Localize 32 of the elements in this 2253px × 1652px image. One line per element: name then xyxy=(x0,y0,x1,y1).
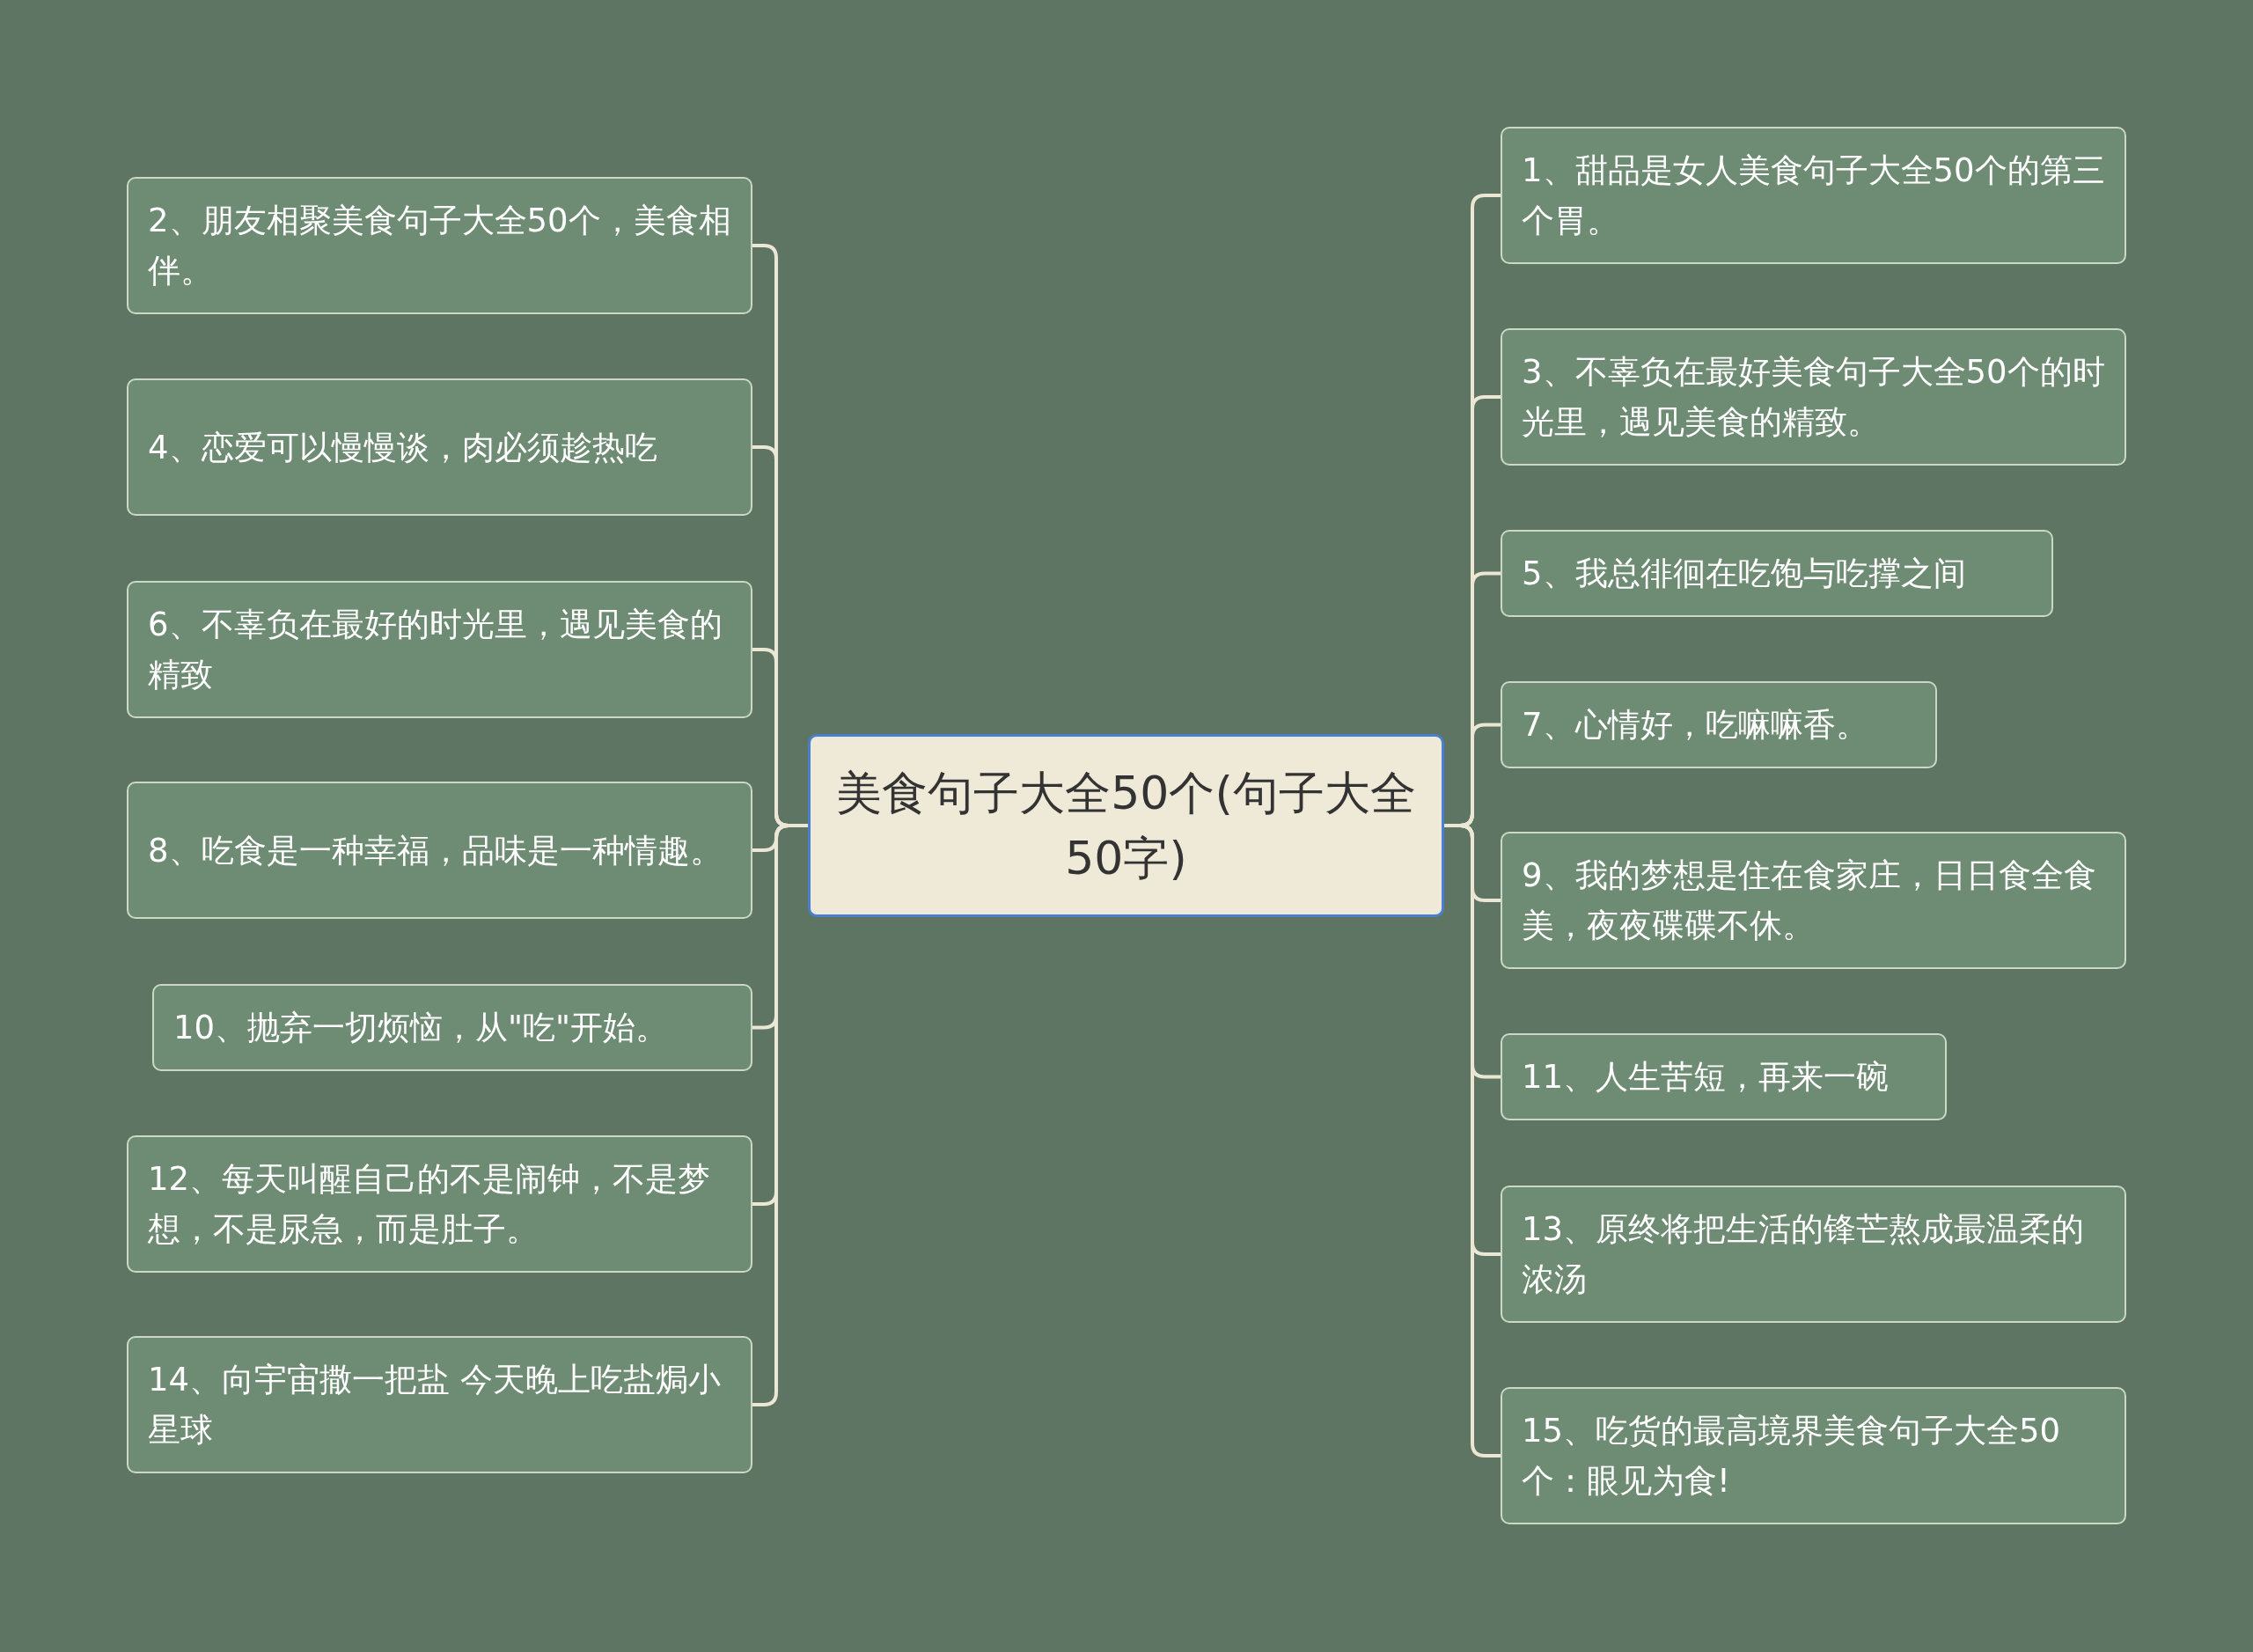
topic-text: 12、每天叫醒自己的不是闹钟，不是梦想，不是尿急，而是肚子。 xyxy=(148,1159,712,1250)
topic-box xyxy=(127,177,752,314)
topic-text: 6、不辜负在最好的时光里，遇见美食的精致 xyxy=(148,605,723,695)
topic-box xyxy=(127,378,752,516)
topic-box xyxy=(127,581,752,718)
topic-box xyxy=(1501,1033,1947,1120)
topic-text: 14、向宇宙撒一把盐 今天晚上吃盐焗小星球 xyxy=(148,1360,722,1450)
topic-box xyxy=(1501,530,2053,617)
topic-text: 10、抛弃一切烦恼，从"吃"开始。 xyxy=(173,1008,669,1048)
topic-box xyxy=(1501,832,2126,969)
central-topic-box xyxy=(808,734,1444,917)
topic-text: 5、我总徘徊在吃饱与吃撑之间 xyxy=(1522,554,1966,594)
central-topic-text: 美食句子大全50个(句子大全50字) xyxy=(835,766,1417,886)
topic-box xyxy=(127,1336,752,1473)
topic-box xyxy=(1501,127,2126,264)
topic-text: 7、心情好，吃嘛嘛香。 xyxy=(1522,705,1868,745)
topic-box xyxy=(127,1135,752,1273)
topic-box xyxy=(127,782,752,919)
topic-box xyxy=(1501,681,1937,768)
topic-text: 1、甜品是女人美食句子大全50个的第三个胃。 xyxy=(1522,151,2105,241)
topic-text: 13、原终将把生活的锋芒熬成最温柔的浓汤 xyxy=(1522,1209,2086,1300)
topic-box xyxy=(1501,1186,2126,1323)
topic-text: 8、吃食是一种幸福，品味是一种情趣。 xyxy=(148,830,723,871)
topic-text: 2、朋友相聚美食句子大全50个，美食相伴。 xyxy=(148,201,731,291)
topic-text: 15、吃货的最高境界美食句子大全50个：眼见为食! xyxy=(1522,1411,2062,1501)
topic-text: 3、不辜负在最好美食句子大全50个的时光里，遇见美食的精致。 xyxy=(1522,352,2105,443)
topic-text: 11、人生苦短，再来一碗 xyxy=(1522,1057,1890,1098)
topic-text: 4、恋爱可以慢慢谈，肉必须趁热吃 xyxy=(148,427,657,468)
topic-box xyxy=(1501,1387,2126,1524)
topic-box xyxy=(152,984,752,1071)
topic-text: 9、我的梦想是住在食家庄，日日食全食美，夜夜碟碟不休。 xyxy=(1522,855,2097,946)
topic-box xyxy=(1501,328,2126,466)
